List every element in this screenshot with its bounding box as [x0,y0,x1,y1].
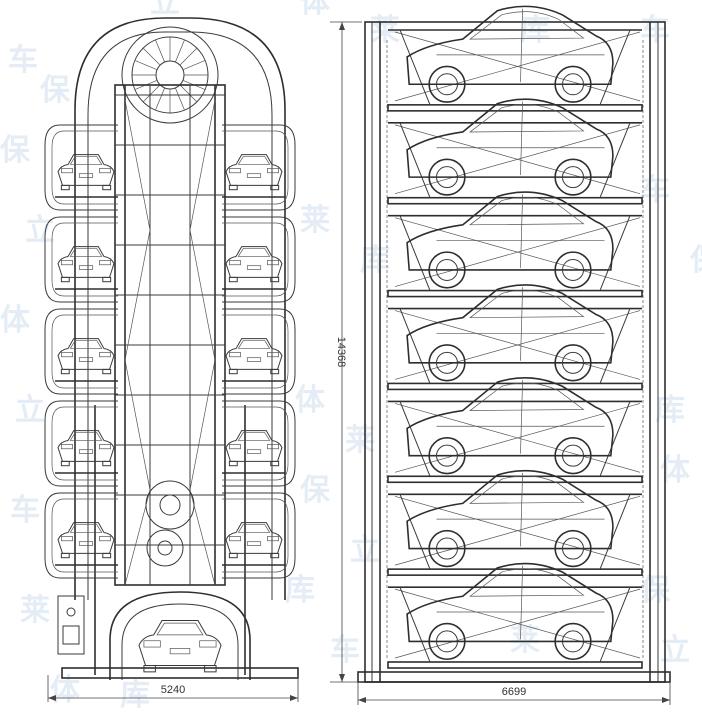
watermark-glyph: 车 [8,43,38,77]
front-width-dimension: 5240 [47,675,299,702]
watermark-glyph: 立 [25,213,55,247]
front-level [44,216,296,303]
watermark-glyph: 莱 [20,594,50,627]
car-rear-view [57,430,115,467]
car-rear-view [57,154,115,191]
side-depth-dimension: 6699 [357,682,671,705]
front-level [44,400,296,487]
watermark-glyph: 库 [120,679,150,712]
watermark-glyph: 保 [640,574,671,607]
car-side-view [406,469,614,568]
side-level [387,377,643,484]
watermark-glyph: 立 [150,0,180,19]
car-rear-view [57,246,115,283]
side-level [387,469,643,576]
car-side-view [406,377,614,475]
car-rear-view [225,430,283,467]
side-level [387,284,643,391]
height-dimension: 14368 [330,21,362,683]
side-level [387,98,643,205]
side-level [387,562,643,669]
watermark-glyph: 保 [690,244,702,277]
height-label: 14368 [335,337,347,368]
front-width-label: 5240 [161,684,185,696]
watermark-glyph: 保 [40,74,71,107]
watermark-glyph: 莱 [510,624,540,657]
watermark-glyph: 体 [50,674,81,707]
watermark-glyph: 莱 [345,424,375,457]
car-rear-view [225,246,283,283]
watermark-glyph: 体 [300,0,331,19]
car-rear-view [225,338,283,375]
car-rear-view [57,338,115,375]
watermark-glyph: 体 [0,304,31,337]
watermark-glyph: 车 [10,493,40,527]
watermark-glyph: 立 [15,393,45,427]
car-side-view [406,5,614,103]
watermark-glyph: 莱 [300,204,330,237]
watermark-glyph: 车 [330,633,360,667]
car-rear-view [138,619,222,673]
car-rear-view [225,154,283,191]
watermark-glyph: 库 [655,394,685,427]
car-side-view [406,98,614,196]
front-level [44,308,296,395]
car-side-view [406,191,614,289]
car-side-view [406,562,614,661]
front-level [44,124,296,211]
front-view [44,17,299,680]
car-rear-view [57,522,115,559]
side-view [357,5,671,683]
watermark-glyph: 体 [295,384,326,417]
watermark-glyph: 库 [285,574,315,607]
side-depth-label: 6699 [502,686,526,698]
watermark-glyph: 保 [300,474,331,507]
watermark-glyph: 保 [0,134,31,167]
car-side-view [406,284,614,382]
side-level [387,191,643,298]
car-rear-view [225,522,283,559]
front-level [44,492,296,579]
